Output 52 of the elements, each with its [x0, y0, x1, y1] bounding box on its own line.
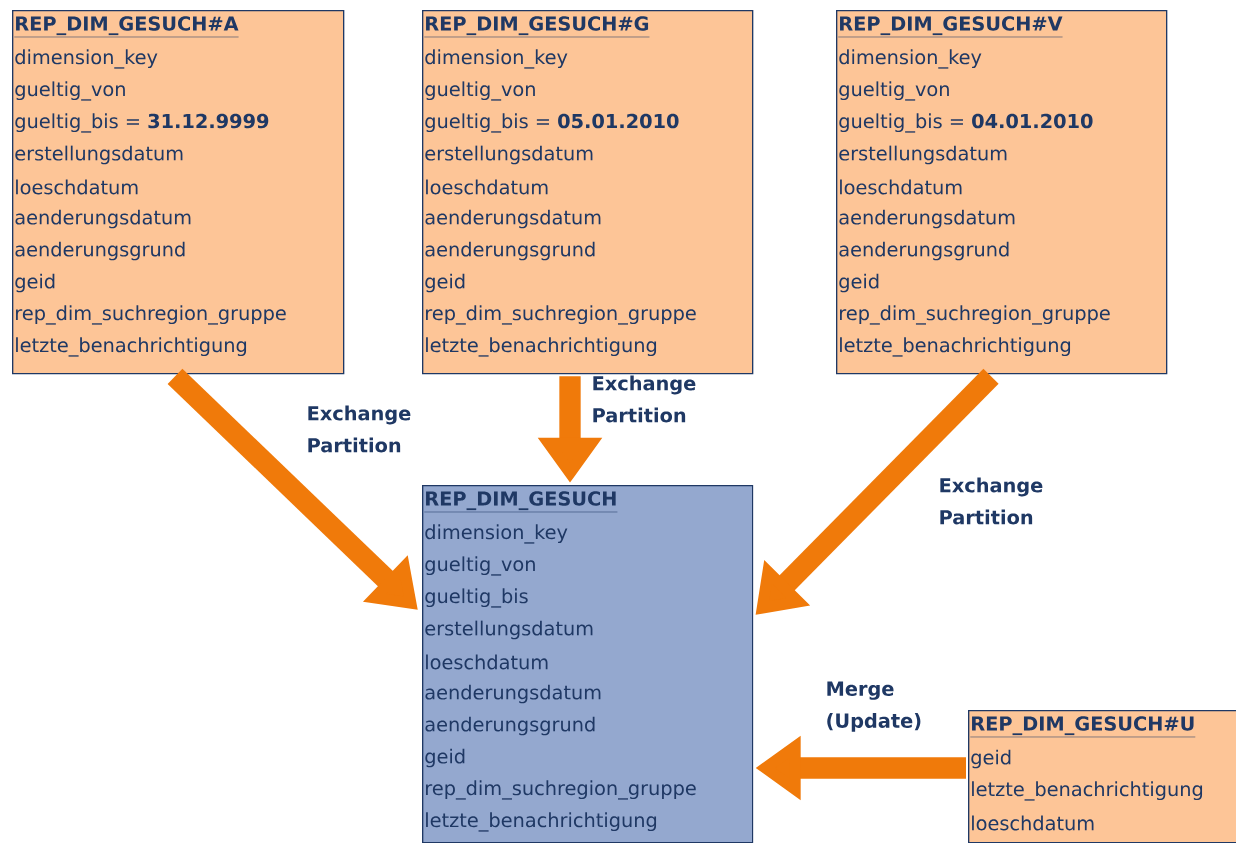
field-name: loeschdatum: [426, 654, 548, 670]
field-name: gueltig_bis = 05.01.2010: [425, 113, 679, 133]
table-title: REP_DIM_GESUCH: [424, 491, 618, 513]
table-title: REP_DIM_GESUCH#V: [838, 16, 1063, 38]
field-name: aenderungsdatum: [15, 209, 191, 229]
field-name: gueltig_von: [15, 81, 125, 101]
field-name: letzte_benachrichtigung: [426, 337, 657, 357]
field-name: aenderungsgrund: [839, 241, 1009, 261]
field-name: aenderungsdatum: [425, 684, 601, 704]
field-name: loeschdatum: [840, 179, 962, 195]
table-title: REP_DIM_GESUCH#A: [14, 16, 239, 38]
field-name: erstellungsdatum: [425, 145, 593, 165]
table-title: REP_DIM_GESUCH#U: [970, 716, 1196, 738]
field-name: aenderungsdatum: [425, 209, 601, 229]
field-name: geid: [15, 273, 55, 293]
field-name: letzte_benachrichtigung: [426, 812, 657, 832]
field-name: rep_dim_suchregion_gruppe: [840, 305, 1110, 325]
field-name: gueltig_von: [425, 556, 535, 576]
field-name: gueltig_von: [425, 81, 535, 101]
field-name: loeschdatum: [16, 179, 138, 195]
field-name: loeschdatum: [972, 815, 1094, 831]
table-title: REP_DIM_GESUCH#G: [424, 16, 650, 38]
field-name: geid: [425, 748, 465, 768]
field-name: rep_dim_suchregion_gruppe: [426, 780, 696, 800]
field-name: geid: [839, 273, 879, 293]
field-name: rep_dim_suchregion_gruppe: [426, 305, 696, 325]
field-name: aenderungsgrund: [425, 716, 595, 736]
field-name: erstellungsdatum: [425, 620, 593, 640]
field-name: gueltig_bis = 31.12.9999: [15, 113, 269, 133]
field-name: dimension_key: [425, 49, 568, 69]
field-name: aenderungsdatum: [839, 209, 1015, 229]
edge-label: Exchange Partition: [593, 375, 696, 423]
field-name: geid: [971, 749, 1011, 769]
field-name: dimension_key: [15, 49, 158, 69]
field-name: aenderungsgrund: [425, 241, 595, 261]
field-name: letzte_benachrichtigung: [840, 337, 1071, 357]
field-name: gueltig_bis = 04.01.2010: [839, 113, 1093, 133]
field-name: loeschdatum: [426, 179, 548, 195]
field-name: gueltig_von: [839, 81, 949, 101]
field-name: geid: [425, 273, 465, 293]
field-name: gueltig_bis: [425, 588, 528, 608]
edge-label: Merge (Update): [827, 681, 921, 732]
field-name: dimension_key: [839, 49, 982, 69]
field-name: letzte_benachrichtigung: [16, 337, 247, 357]
field-name: erstellungsdatum: [839, 145, 1007, 165]
field-name: rep_dim_suchregion_gruppe: [16, 305, 286, 325]
field-name: aenderungsgrund: [15, 241, 185, 261]
edge-label: Exchange Partition: [940, 477, 1043, 525]
field-name: letzte_benachrichtigung: [972, 781, 1203, 801]
field-name: erstellungsdatum: [15, 145, 183, 165]
edge-label: Exchange Partition: [308, 405, 411, 453]
field-name: dimension_key: [425, 524, 568, 544]
